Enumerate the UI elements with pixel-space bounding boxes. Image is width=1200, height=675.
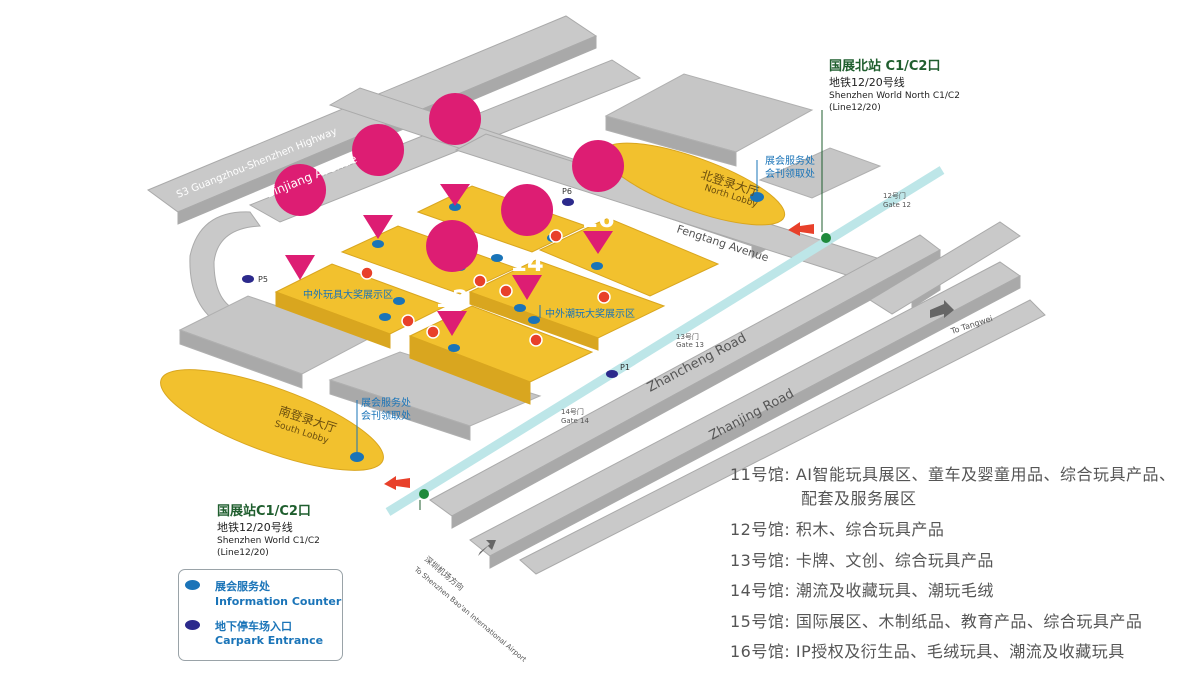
service-counter-labels: 展会服务处 会刊领取处 展会服务处 会刊领取处 中外玩具大奖展示区 中外潮玩大奖… bbox=[303, 154, 815, 422]
hall-desc-number: 11号馆: bbox=[730, 465, 791, 484]
legend-carpark-cn: 地下停车场入口 bbox=[215, 620, 292, 633]
parking-label-p6: P6 bbox=[562, 187, 572, 196]
hall-marker-label: 14 bbox=[510, 249, 543, 277]
toy-award-area: 中外玩具大奖展示区 bbox=[303, 288, 393, 301]
entrance-arrow-icon bbox=[788, 222, 814, 236]
hall-desc-text: 配套及服务展区 bbox=[801, 489, 917, 508]
hall-marker-label: 15 bbox=[438, 158, 471, 186]
gate-12-en: Gate 12 bbox=[883, 201, 911, 209]
south-station-label: 国展站C1/C2口 地铁12/20号线 Shenzhen World C1/C2… bbox=[217, 500, 320, 559]
grey-blocks bbox=[178, 73, 882, 441]
south-station-en2: (Line12/20) bbox=[217, 548, 269, 558]
gate-13-en: Gate 13 bbox=[676, 341, 704, 349]
hall-desc-text: IP授权及衍生品、毛绒玩具、潮流及收藏玩具 bbox=[795, 642, 1125, 661]
info-counter-dot bbox=[514, 304, 526, 312]
gate-13-cn: 13号门 bbox=[676, 332, 699, 341]
hall-desc-number: 13号馆: bbox=[730, 551, 791, 570]
north-station-label: 国展北站 C1/C2口 地铁12/20号线 Shenzhen World Nor… bbox=[829, 55, 960, 114]
info-counter-dot bbox=[528, 316, 540, 324]
metro-line bbox=[385, 166, 945, 516]
hall-marker-label: 16 bbox=[581, 205, 614, 233]
info-counter-dot bbox=[350, 452, 364, 462]
hall-desc-14: 14号馆: 潮流及收藏玩具、潮玩毛绒 bbox=[730, 577, 994, 601]
trend-award-area: 中外潮玩大奖展示区 bbox=[545, 307, 635, 320]
hall-desc-number: 12号馆: bbox=[730, 520, 791, 539]
hall-desc-15: 15号馆: 国际展区、木制纸品、教育产品、综合玩具产品 bbox=[730, 608, 1142, 632]
north-service-1: 展会服务处 bbox=[765, 154, 815, 167]
info-counter-dot bbox=[372, 240, 384, 248]
gate-14-cn: 14号门 bbox=[561, 407, 584, 416]
north-station-en1: Shenzhen World North C1/C2 bbox=[829, 91, 960, 101]
hall-marker-15[interactable]: 15 bbox=[429, 93, 482, 206]
carpark-entrances bbox=[242, 198, 618, 378]
info-counter-dot bbox=[750, 192, 764, 202]
carpark-dot bbox=[242, 275, 254, 283]
info-counter-legend-icon bbox=[185, 580, 200, 590]
south-station-en1: Shenzhen World C1/C2 bbox=[217, 536, 320, 546]
info-counter-dot bbox=[448, 344, 460, 352]
hall-desc-11: 11号馆: AI智能玩具展区、童车及婴童用品、综合玩具产品、 bbox=[730, 461, 1176, 485]
legend-info-cn: 展会服务处 bbox=[215, 580, 270, 593]
south-station-name: 国展站C1/C2口 bbox=[217, 504, 311, 519]
hall-desc-16: 16号馆: IP授权及衍生品、毛绒玩具、潮流及收藏玩具 bbox=[730, 638, 1125, 662]
north-station-en2: (Line12/20) bbox=[829, 103, 881, 113]
hall-marker-label: 13 bbox=[361, 189, 394, 217]
map-legend: 展会服务处 Information Counter 地下停车场入口 Carpar… bbox=[178, 569, 343, 661]
to-airport-en: To Shenzhen Bao'an International Airport bbox=[412, 565, 528, 664]
hall-desc-number: 14号馆: bbox=[730, 581, 791, 600]
metro-icon bbox=[419, 489, 429, 499]
info-counter-dot bbox=[393, 297, 405, 305]
hall-desc-11-cont: 配套及服务展区 bbox=[801, 485, 917, 509]
info-counter-dot bbox=[449, 203, 461, 211]
north-service-2: 会刊领取处 bbox=[765, 167, 815, 180]
hall-marker-12[interactable]: 12 bbox=[426, 220, 479, 336]
carpark-dot bbox=[606, 370, 618, 378]
hall-markers: 15 13 11 16 14 12 bbox=[274, 93, 625, 336]
arrow-icon bbox=[930, 300, 954, 318]
hall-desc-text: AI智能玩具展区、童车及婴童用品、综合玩具产品、 bbox=[795, 465, 1176, 484]
hall-desc-12: 12号馆: 积木、综合玩具产品 bbox=[730, 516, 944, 540]
gate-14-en: Gate 14 bbox=[561, 417, 589, 425]
info-counter-dot bbox=[591, 262, 603, 270]
hall-desc-text: 积木、综合玩具产品 bbox=[795, 520, 945, 539]
south-service-2: 会刊领取处 bbox=[361, 409, 411, 422]
hall-marker-13[interactable]: 13 bbox=[352, 124, 405, 239]
hall-desc-text: 潮流及收藏玩具、潮玩毛绒 bbox=[795, 581, 994, 600]
hall-marker-16[interactable]: 16 bbox=[572, 140, 625, 254]
info-counter-dot bbox=[491, 254, 503, 262]
entrance-arrow-icon bbox=[384, 476, 410, 490]
hall-marker-14[interactable]: 14 bbox=[501, 184, 554, 300]
hall-desc-number: 15号馆: bbox=[730, 612, 791, 631]
gate-12-cn: 12号门 bbox=[883, 191, 906, 200]
direction-markers bbox=[384, 222, 954, 556]
hall-marker-label: 12 bbox=[435, 285, 468, 313]
north-station-name: 国展北站 C1/C2口 bbox=[829, 59, 941, 74]
hall-desc-number: 16号馆: bbox=[730, 642, 791, 661]
carpark-legend-icon bbox=[185, 620, 200, 630]
carpark-dot bbox=[562, 198, 574, 206]
parking-labels: P1 P5 P6 bbox=[258, 187, 630, 372]
legend-carpark-en: Carpark Entrance bbox=[215, 634, 324, 647]
metro-station-icons bbox=[419, 233, 831, 499]
parking-label-p1: P1 bbox=[620, 363, 630, 372]
hall-marker-label: 11 bbox=[283, 229, 316, 257]
gate-labels: 12号门 Gate 12 13号门 Gate 13 14号门 Gate 14 bbox=[561, 191, 911, 425]
parking-label-p5: P5 bbox=[258, 275, 268, 284]
hall-desc-13: 13号馆: 卡牌、文创、综合玩具产品 bbox=[730, 547, 994, 571]
hall-desc-text: 国际展区、木制纸品、教育产品、综合玩具产品 bbox=[795, 612, 1143, 631]
legend-info-en: Information Counter bbox=[215, 595, 342, 608]
arrow-icon bbox=[478, 540, 496, 556]
hall-marker-11[interactable]: 11 bbox=[274, 164, 327, 280]
south-station-line: 地铁12/20号线 bbox=[217, 521, 293, 534]
hall-desc-text: 卡牌、文创、综合玩具产品 bbox=[795, 551, 994, 570]
metro-icon bbox=[821, 233, 831, 243]
north-station-line: 地铁12/20号线 bbox=[829, 76, 905, 89]
info-counter-dot bbox=[379, 313, 391, 321]
south-service-1: 展会服务处 bbox=[361, 396, 411, 409]
